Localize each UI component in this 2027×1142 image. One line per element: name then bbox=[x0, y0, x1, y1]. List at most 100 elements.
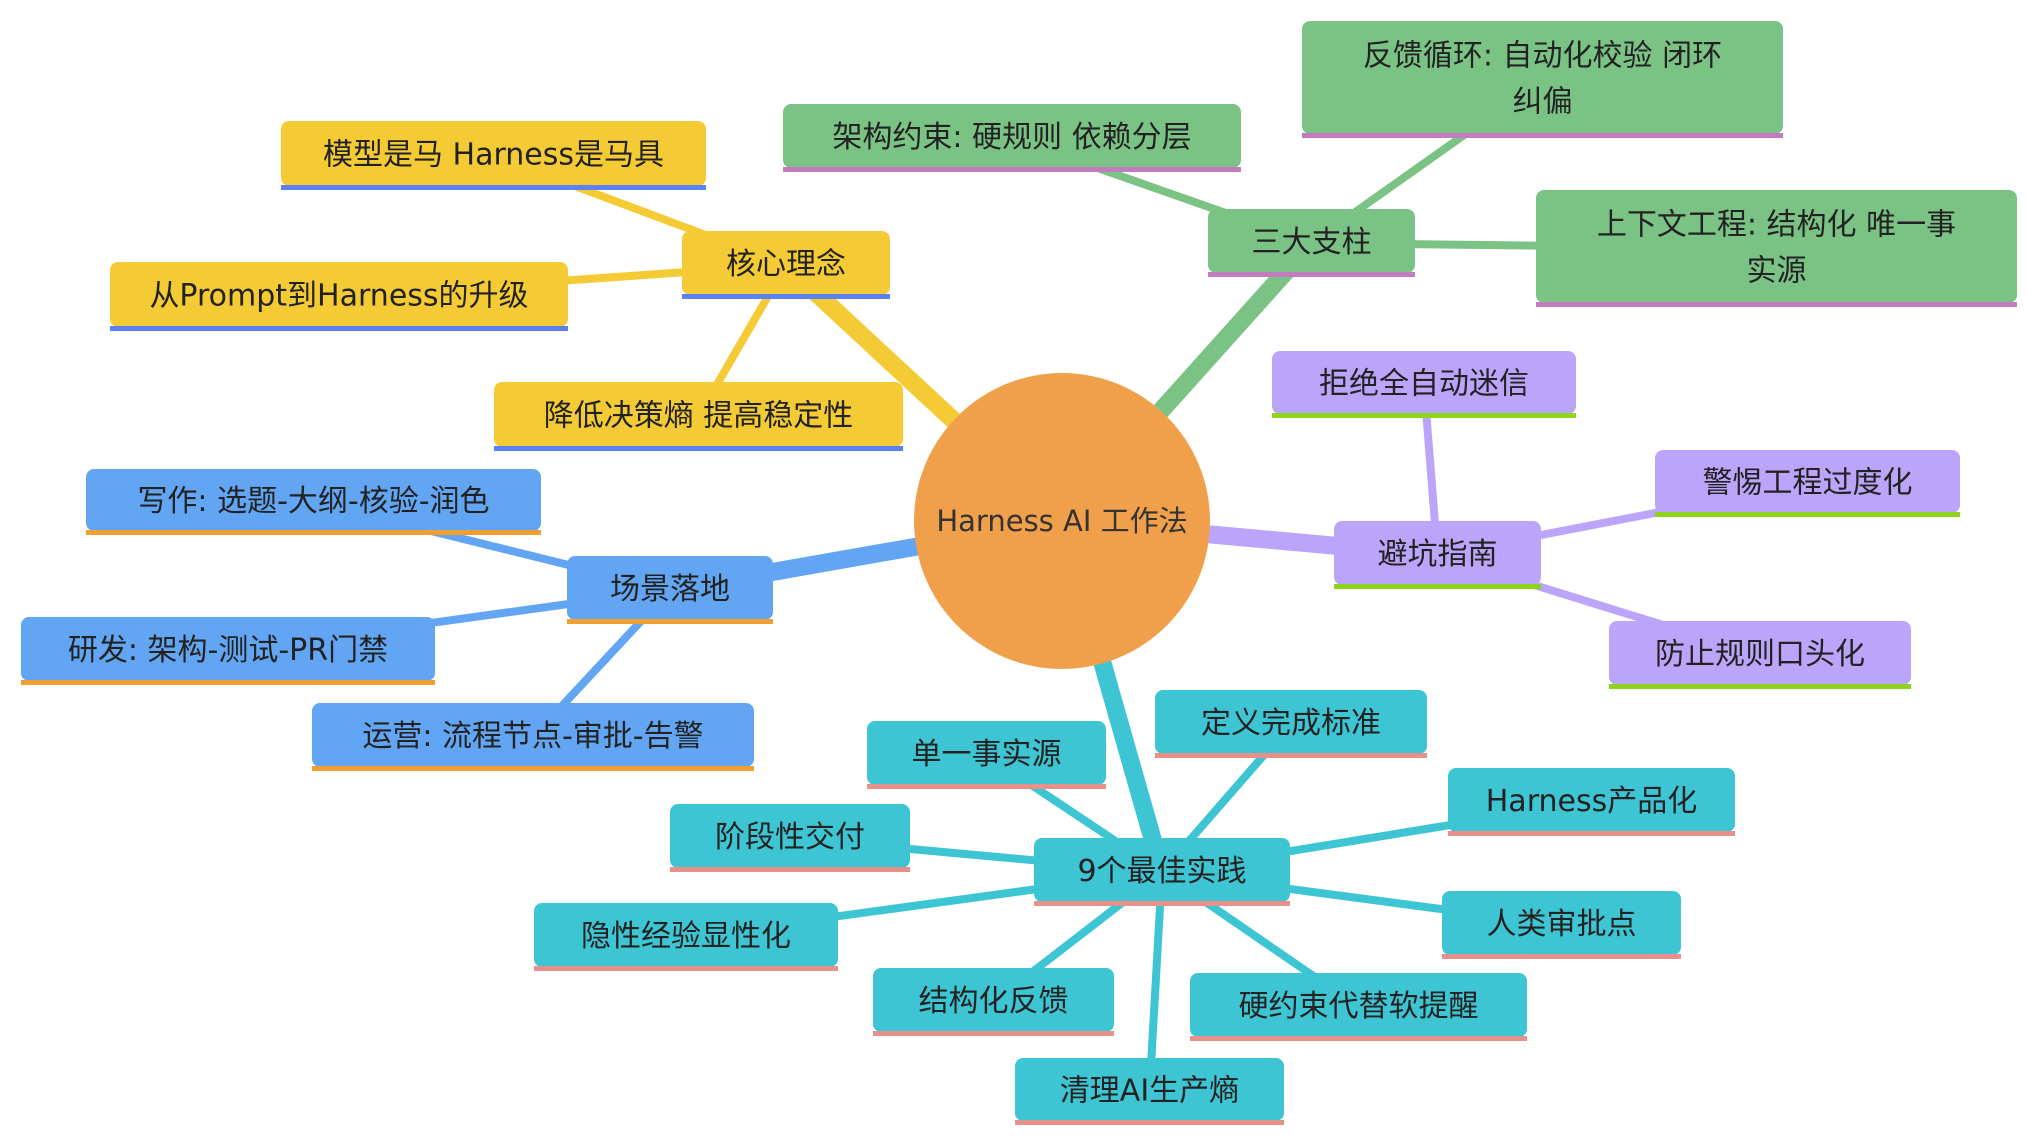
leaf-node-b1[interactable]: 单一事实源 bbox=[867, 721, 1106, 789]
node-box bbox=[867, 721, 1106, 785]
node-box bbox=[783, 104, 1241, 168]
node-underline bbox=[1155, 753, 1427, 758]
root-node[interactable]: Harness AI 工作法 bbox=[914, 373, 1210, 669]
leaf-edge-b9 bbox=[1145, 871, 1166, 1092]
node-underline bbox=[873, 1031, 1114, 1036]
node-label: 纠偏 bbox=[1513, 85, 1573, 120]
node-box bbox=[567, 556, 773, 620]
node-box bbox=[682, 231, 890, 295]
node-box bbox=[312, 703, 754, 767]
leaf-node-b8[interactable]: 硬约束代替软提醒 bbox=[1190, 973, 1527, 1041]
node-underline bbox=[783, 167, 1241, 172]
node-box bbox=[1034, 838, 1290, 902]
node-label: 三大支柱 bbox=[1252, 225, 1372, 260]
node-box bbox=[21, 617, 435, 681]
node-box bbox=[281, 121, 706, 186]
node-box bbox=[1190, 973, 1527, 1037]
node-underline bbox=[1190, 1036, 1527, 1041]
node-underline bbox=[682, 294, 890, 299]
node-underline bbox=[312, 766, 754, 771]
leaf-node-a3[interactable]: 防止规则口头化 bbox=[1609, 621, 1911, 689]
node-label: 9个最佳实践 bbox=[1077, 854, 1246, 889]
leaf-node-a2[interactable]: 警惕工程过度化 bbox=[1655, 450, 1960, 517]
node-label: 防止规则口头化 bbox=[1655, 637, 1865, 672]
leaf-node-c1[interactable]: 模型是马 Harness是马具 bbox=[281, 121, 706, 190]
node-underline bbox=[110, 326, 568, 331]
node-box bbox=[494, 382, 903, 447]
node-label: Harness产品化 bbox=[1486, 784, 1697, 819]
leaf-node-b7[interactable]: 结构化反馈 bbox=[873, 968, 1114, 1036]
leaf-node-b3[interactable]: Harness产品化 bbox=[1448, 768, 1735, 836]
leaf-node-c3[interactable]: 降低决策熵 提高稳定性 bbox=[494, 382, 903, 451]
leaf-node-c2[interactable]: 从Prompt到Harness的升级 bbox=[110, 262, 568, 331]
node-underline bbox=[1442, 954, 1681, 959]
branch-node-practices[interactable]: 9个最佳实践 bbox=[1034, 838, 1290, 906]
node-label: 反馈循环: 自动化校验 闭环 bbox=[1363, 39, 1722, 74]
leaf-node-a1[interactable]: 拒绝全自动迷信 bbox=[1272, 351, 1576, 418]
leaf-node-b4[interactable]: 阶段性交付 bbox=[670, 804, 910, 872]
node-underline bbox=[1302, 133, 1783, 138]
node-label: 核心理念 bbox=[726, 247, 846, 282]
node-underline bbox=[1034, 901, 1290, 906]
node-underline bbox=[670, 867, 910, 872]
leaf-node-b5[interactable]: 人类审批点 bbox=[1442, 891, 1681, 959]
node-underline bbox=[534, 966, 838, 971]
leaf-node-s1[interactable]: 写作: 选题-大纲-核验-润色 bbox=[86, 469, 541, 535]
node-underline bbox=[86, 530, 541, 535]
node-label: 上下文工程: 结构化 唯一事 bbox=[1597, 208, 1956, 243]
node-underline bbox=[1015, 1120, 1284, 1125]
node-label: 拒绝全自动迷信 bbox=[1319, 367, 1529, 402]
root-label: Harness AI 工作法 bbox=[936, 504, 1187, 538]
leaf-node-b6[interactable]: 隐性经验显性化 bbox=[534, 903, 838, 971]
node-box bbox=[1302, 21, 1783, 134]
node-label: 写作: 选题-大纲-核验-润色 bbox=[137, 484, 489, 519]
node-label: 人类审批点 bbox=[1487, 907, 1637, 942]
node-box bbox=[1536, 190, 2017, 303]
node-label: 单一事实源 bbox=[912, 737, 1062, 772]
root-circle bbox=[914, 373, 1210, 669]
node-label: 降低决策熵 提高稳定性 bbox=[544, 399, 854, 434]
node-underline bbox=[1609, 684, 1911, 689]
node-box bbox=[1272, 351, 1576, 414]
node-label: 实源 bbox=[1747, 254, 1807, 289]
node-label: 结构化反馈 bbox=[919, 984, 1069, 1019]
branch-node-scenes[interactable]: 场景落地 bbox=[567, 556, 773, 624]
node-label: 运营: 流程节点-审批-告警 bbox=[362, 719, 703, 754]
leaf-node-b2[interactable]: 定义完成标准 bbox=[1155, 690, 1427, 758]
leaf-node-p1[interactable]: 架构约束: 硬规则 依赖分层 bbox=[783, 104, 1241, 172]
node-underline bbox=[1655, 512, 1960, 517]
node-box bbox=[1442, 891, 1681, 955]
node-box bbox=[1609, 621, 1911, 685]
nodes: Harness AI 工作法 核心理念 模型是马 Harness是马具从Prompt… bbox=[21, 21, 2017, 1125]
node-box bbox=[86, 469, 541, 531]
node-label: 架构约束: 硬规则 依赖分层 bbox=[832, 120, 1191, 155]
node-underline bbox=[1448, 831, 1735, 836]
node-box bbox=[1208, 209, 1415, 273]
node-underline bbox=[21, 680, 435, 685]
node-box bbox=[670, 804, 910, 868]
node-box bbox=[1155, 690, 1427, 754]
node-underline bbox=[1272, 413, 1576, 418]
branch-node-core[interactable]: 核心理念 bbox=[682, 231, 890, 299]
node-underline bbox=[1334, 584, 1541, 589]
node-underline bbox=[867, 784, 1106, 789]
branch-node-pillars[interactable]: 三大支柱 bbox=[1208, 209, 1415, 277]
node-label: 清理AI生产熵 bbox=[1060, 1074, 1239, 1109]
leaf-node-s3[interactable]: 运营: 流程节点-审批-告警 bbox=[312, 703, 754, 771]
node-box bbox=[534, 903, 838, 967]
node-underline bbox=[494, 446, 903, 451]
node-label: 定义完成标准 bbox=[1201, 706, 1381, 741]
node-box bbox=[873, 968, 1114, 1032]
node-label: 场景落地 bbox=[610, 572, 730, 607]
node-label: 硬约束代替软提醒 bbox=[1239, 989, 1479, 1024]
branch-node-pitfalls[interactable]: 避坑指南 bbox=[1334, 521, 1541, 589]
leaf-node-s2[interactable]: 研发: 架构-测试-PR门禁 bbox=[21, 617, 435, 685]
node-label: 警惕工程过度化 bbox=[1703, 466, 1913, 501]
leaf-node-b9[interactable]: 清理AI生产熵 bbox=[1015, 1058, 1284, 1125]
node-box bbox=[1334, 521, 1541, 585]
node-label: 模型是马 Harness是马具 bbox=[323, 138, 664, 173]
node-box bbox=[1448, 768, 1735, 832]
